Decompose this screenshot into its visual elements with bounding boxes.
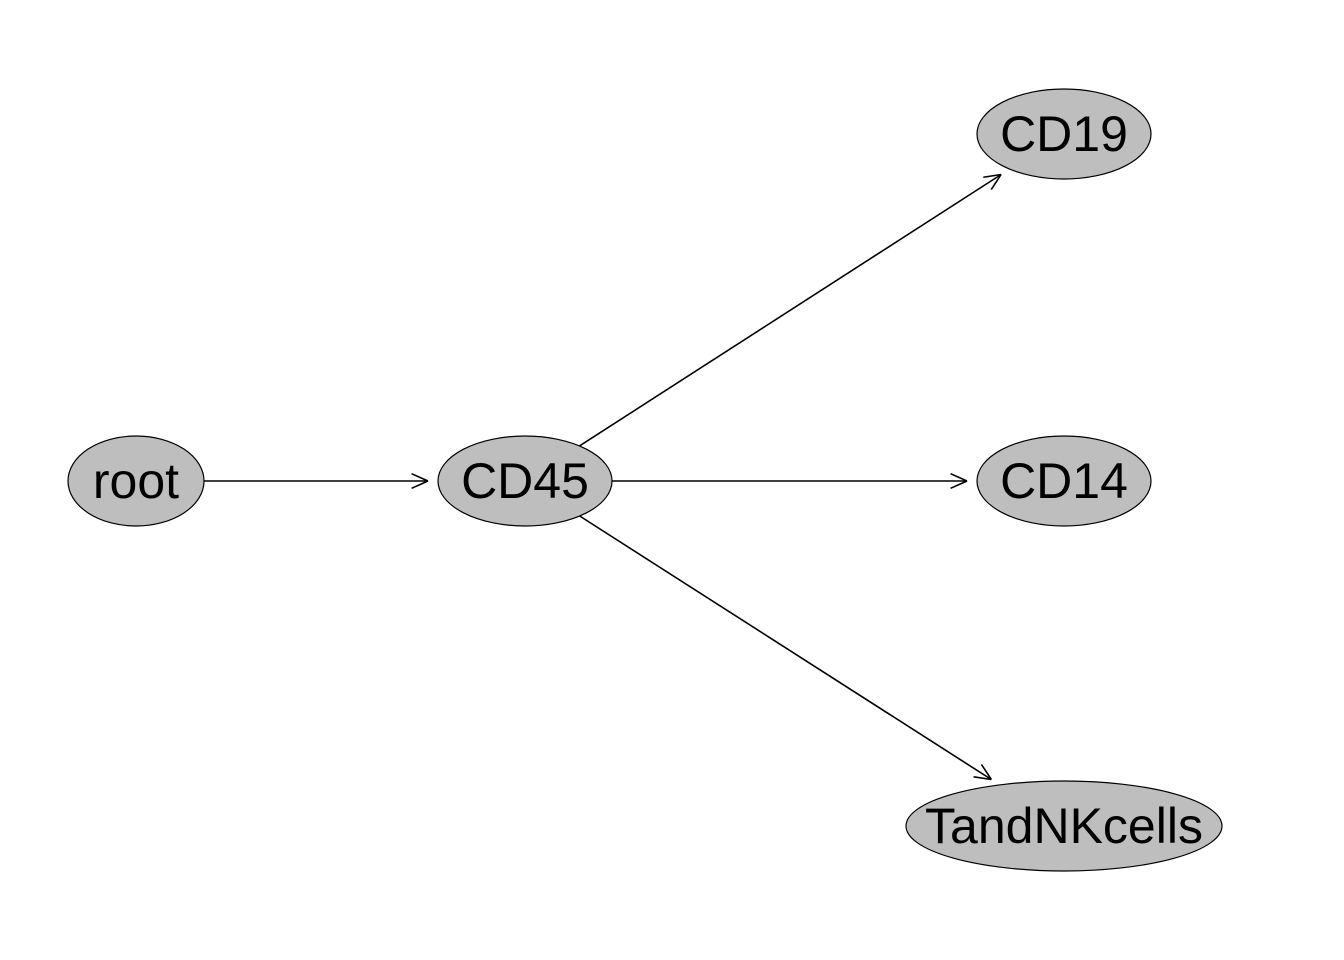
node-tandnkcells[interactable]: TandNKcells: [905, 780, 1223, 872]
node-root-label: root: [93, 453, 179, 509]
node-root[interactable]: root: [67, 435, 205, 527]
edge-cd45-to-cd19-arrowhead-1: [990, 174, 1002, 190]
node-tandnkcells-label: TandNKcells: [925, 798, 1203, 854]
edge-cd45-to-cd14-arrowhead-2: [950, 472, 968, 482]
node-cd45-shape: [437, 435, 613, 527]
nodes-layer: root CD45 CD19 CD14 TandNKcells: [67, 88, 1223, 872]
edge-root-to-cd45-arrowhead-1: [411, 480, 429, 490]
node-cd19-shape: [976, 88, 1152, 180]
edge-cd45-to-tandnkcells: [579, 515, 993, 781]
node-cd45-label: CD45: [461, 453, 589, 509]
edge-cd45-to-cd19-arrowhead-2: [983, 173, 1002, 179]
node-cd19-label: CD19: [1000, 106, 1128, 162]
node-cd45[interactable]: CD45: [437, 435, 613, 527]
node-cd19[interactable]: CD19: [976, 88, 1152, 180]
edge-cd45-to-tandnkcells-line: [579, 515, 992, 781]
edge-root-to-cd45: [204, 472, 429, 490]
edge-cd45-to-tandnkcells-arrowhead-2: [980, 764, 993, 780]
edge-cd45-to-tandnkcells-arrowhead-1: [973, 776, 992, 781]
edge-cd45-to-cd19-line: [579, 173, 1002, 447]
edge-cd45-to-cd19: [579, 173, 1002, 447]
node-cd14-label: CD14: [1000, 453, 1128, 509]
node-tandnkcells-shape: [905, 780, 1223, 872]
node-root-shape: [67, 435, 205, 527]
edge-cd45-to-cd14-arrowhead-1: [950, 480, 968, 490]
edge-cd45-to-cd14: [612, 472, 968, 490]
edge-root-to-cd45-arrowhead-2: [411, 472, 429, 482]
node-cd14-shape: [976, 435, 1152, 527]
node-cd14[interactable]: CD14: [976, 435, 1152, 527]
edges-layer: [204, 173, 1002, 781]
